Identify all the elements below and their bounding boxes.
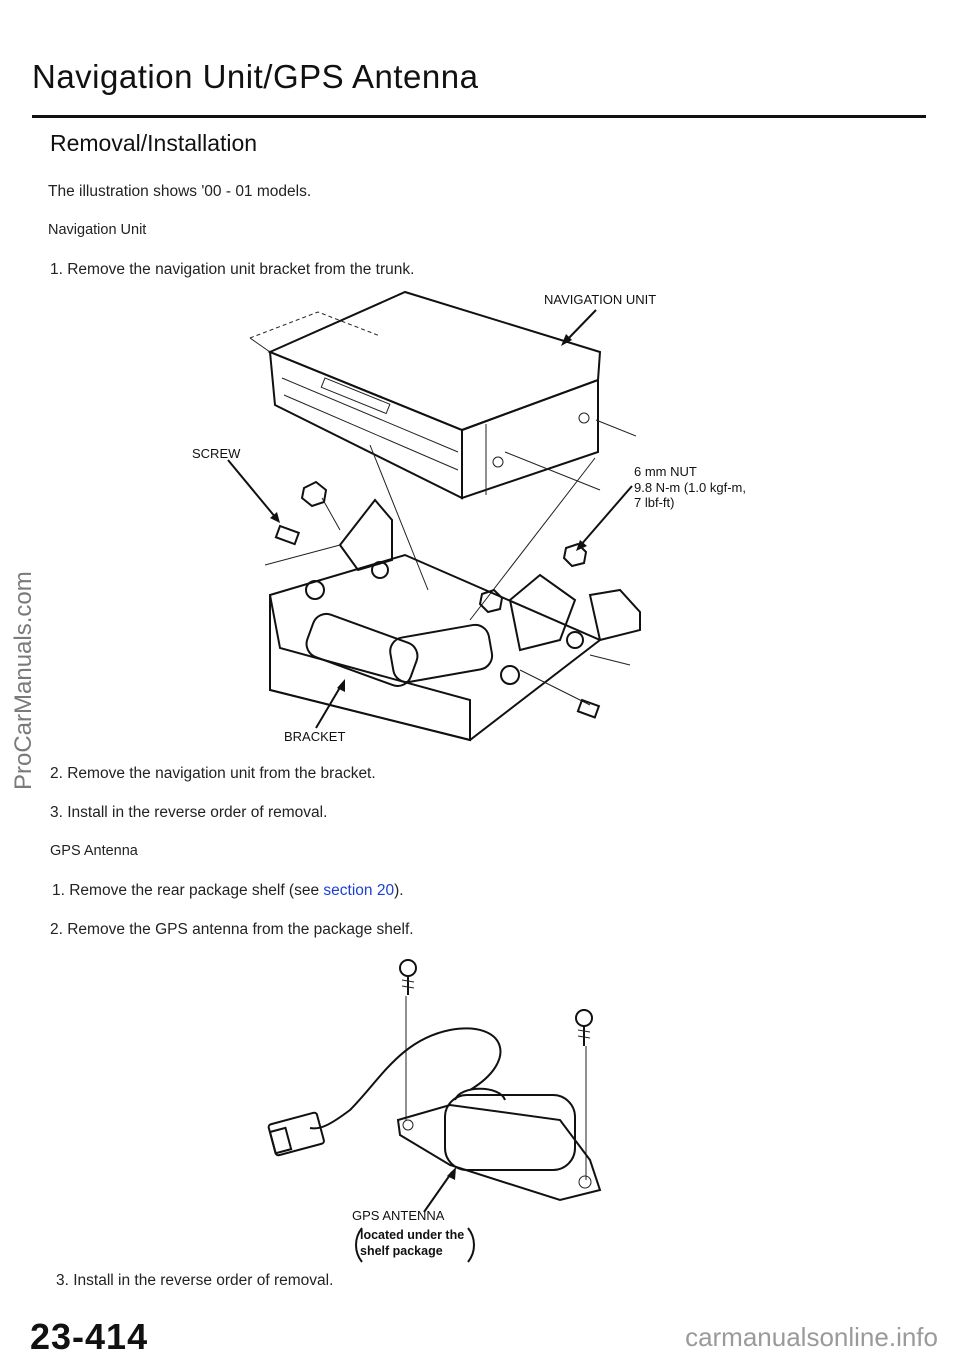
section-20-link[interactable]: section 20	[323, 882, 395, 899]
title-rule	[32, 115, 926, 118]
page-title: Navigation Unit/GPS Antenna	[32, 58, 479, 95]
label-nut-line-1: 6 mm NUT	[634, 464, 697, 479]
nav-heading: Navigation Unit	[48, 222, 147, 238]
note-line-2: shelf package	[360, 1244, 443, 1258]
label-gps-antenna: GPS ANTENNA	[352, 1208, 445, 1223]
label-nut-line-3: 7 lbf-ft)	[634, 495, 675, 510]
gps-step-1-end: ).	[394, 882, 404, 899]
watermark-left: ProCarManuals.com	[2, 560, 42, 800]
watermark-bottom: carmanualsonline.info	[685, 1322, 938, 1352]
label-navigation-unit: NAVIGATION UNIT	[544, 292, 657, 307]
nav-step-2: 2. Remove the navigation unit from the b…	[50, 765, 376, 782]
section-subtitle: Removal/Installation	[50, 130, 258, 156]
note-line-1: located under the	[360, 1228, 465, 1242]
intro-text: The illustration shows '00 - 01 models.	[48, 183, 312, 200]
gps-step-2: 2. Remove the GPS antenna from the packa…	[50, 921, 414, 938]
label-bracket: BRACKET	[284, 729, 346, 744]
label-nut-line-2: 9.8 N-m (1.0 kgf-m,	[634, 480, 746, 495]
gps-heading: GPS Antenna	[50, 843, 138, 859]
gps-step-1: 1. Remove the rear package shelf (see se…	[52, 882, 404, 900]
label-screw: SCREW	[192, 446, 241, 461]
nav-step-3: 3. Install in the reverse order of remov…	[50, 804, 328, 821]
nav-step-1: 1. Remove the navigation unit bracket fr…	[50, 261, 415, 278]
page-number: 23-414	[30, 1316, 149, 1357]
watermark-left-text: ProCarManuals.com	[10, 571, 37, 790]
gps-step-1-text: 1. Remove the rear package shelf (see	[52, 882, 324, 899]
gps-step-3: 3. Install in the reverse order of remov…	[56, 1272, 334, 1289]
